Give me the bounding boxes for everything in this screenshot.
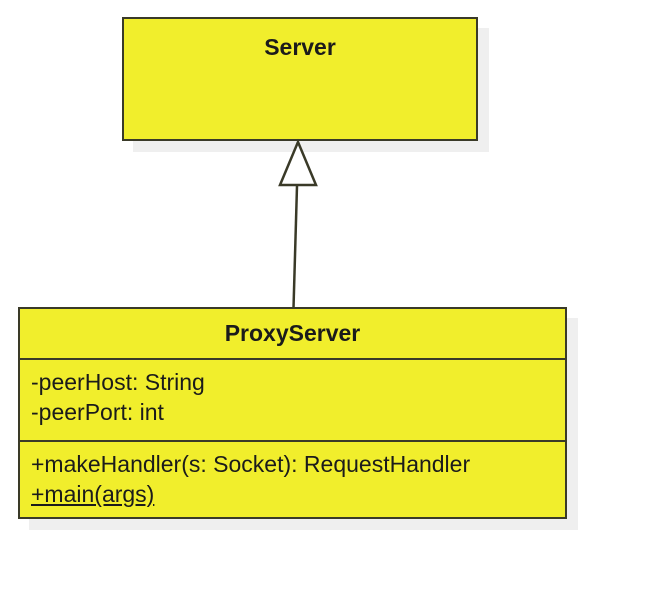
methods-compartment: +makeHandler(s: Socket): RequestHandler … bbox=[20, 442, 565, 517]
method-main: +main(args) bbox=[31, 481, 155, 507]
method-makehandler: +makeHandler(s: Socket): RequestHandler bbox=[31, 451, 471, 477]
attribute-peerport: -peerPort: int bbox=[31, 399, 164, 425]
class-box-proxyserver[interactable]: ProxyServer -peerHost: String -peerPort:… bbox=[18, 307, 567, 519]
attribute-peerhost: -peerHost: String bbox=[31, 369, 205, 395]
inheritance-line bbox=[292, 185, 299, 309]
inheritance-triangle-icon bbox=[278, 138, 318, 187]
attributes-compartment: -peerHost: String -peerPort: int bbox=[20, 360, 565, 442]
class-name-server: Server bbox=[264, 34, 336, 60]
class-box-server[interactable]: Server bbox=[122, 17, 478, 141]
class-name-proxyserver: ProxyServer bbox=[20, 309, 565, 360]
